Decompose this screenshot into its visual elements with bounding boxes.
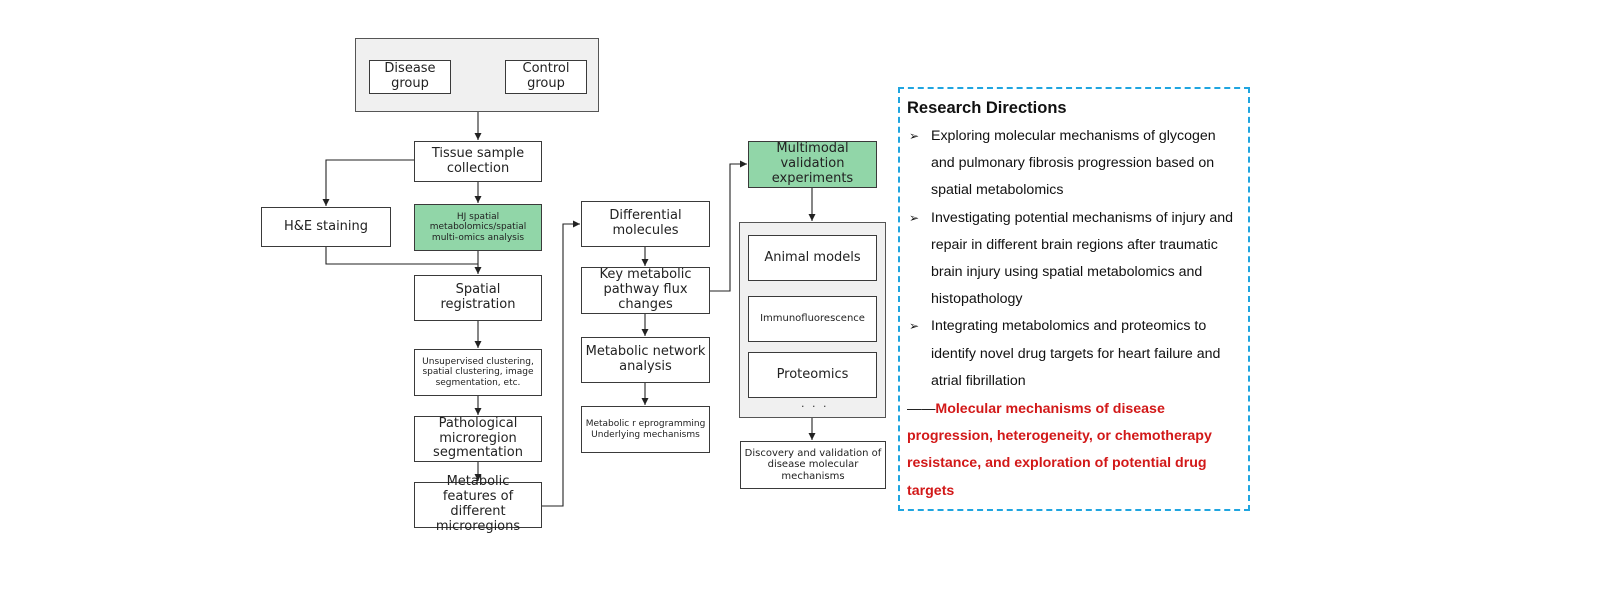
metabolic-network-box: Metabolic network analysis [581,337,710,383]
discovery-validation-label: Discovery and validation of disease mole… [744,447,882,482]
clustering-box: Unsupervised clustering, spatial cluster… [414,349,542,396]
disease-group-label: Disease group [384,61,436,91]
proteomics-label: Proteomics [776,366,849,382]
research-direction-text: Exploring molecular mechanisms of glycog… [931,128,1216,199]
research-directions-panel: Research Directions ➢ Exploring molecula… [898,87,1250,511]
arrow-flux-to-multimodal [709,160,747,292]
line-he-to-registration [325,247,478,265]
conclusion-dash: —— [907,401,936,418]
arrow-tissue-to-he [322,159,414,206]
metabolic-reprogramming-box: Metabolic r eprogramming Underlying mech… [581,406,710,453]
arrow-features-to-differential [541,220,580,507]
arrowhead-bullet-icon: ➢ [909,210,920,225]
he-staining-box: H&E staining [261,207,391,247]
control-group-label: Control group [522,61,570,91]
tissue-sample-label: Tissue sample collection [431,145,525,176]
hj-spatial-analysis-label: HJ spatial metabolomics/spatial multi-om… [429,211,527,243]
metabolic-reprogramming-label: Metabolic r eprogramming Underlying mech… [585,419,706,440]
metabolic-features-label: Metabolic features of different microreg… [435,474,521,534]
disease-group-box: Disease group [369,60,451,94]
spatial-registration-box: Spatial registration [414,275,542,321]
research-conclusion: ——Molecular mechanisms of disease progre… [907,396,1242,505]
research-directions-list: ➢ Exploring molecular mechanisms of glyc… [907,123,1242,395]
arrowhead-bullet-icon: ➢ [909,129,920,143]
immunofluorescence-box: Immunofluorescence [748,296,877,342]
hj-spatial-analysis-box: HJ spatial metabolomics/spatial multi-om… [414,204,542,251]
differential-molecules-label: Differential molecules [609,208,682,238]
tissue-sample-box: Tissue sample collection [414,141,542,182]
metabolic-features-box: Metabolic features of different microreg… [414,474,542,534]
he-staining-label: H&E staining [283,218,369,234]
pathological-segmentation-label: Pathological microregion segmentation [433,415,523,461]
pathway-flux-box: Key metabolic pathway flux changes [581,267,710,314]
animal-models-label: Animal models [764,249,861,265]
research-direction-item: ➢ Integrating metabolomics and proteomic… [907,313,1242,395]
research-direction-text: Investigating potential mechanisms of in… [931,209,1234,308]
research-direction-item: ➢ Investigating potential mechanisms of … [907,205,1242,314]
pathological-segmentation-box: Pathological microregion segmentation [414,416,542,462]
research-directions-title: Research Directions [907,99,1067,117]
control-group-box: Control group [505,60,587,94]
proteomics-box: Proteomics [748,352,877,398]
multimodal-validation-label: Multimodal validation experiments [771,141,854,186]
discovery-validation-box: Discovery and validation of disease mole… [740,441,886,489]
metabolic-network-label: Metabolic network analysis [585,344,706,374]
differential-molecules-box: Differential molecules [581,201,710,247]
pathway-flux-label: Key metabolic pathway flux changes [599,267,692,312]
immunofluorescence-label: Immunofluorescence [760,313,865,325]
research-direction-item: ➢ Exploring molecular mechanisms of glyc… [907,123,1242,205]
arrowhead-bullet-icon: ➢ [909,319,920,334]
spatial-registration-label: Spatial registration [440,282,516,312]
clustering-label: Unsupervised clustering, spatial cluster… [422,356,534,388]
animal-models-box: Animal models [748,235,877,281]
research-direction-text: Integrating metabolomics and proteomics … [931,318,1221,389]
more-methods-ellipsis: · · · [801,400,829,413]
multimodal-validation-box: Multimodal validation experiments [748,141,877,188]
conclusion-text: Molecular mechanisms of disease progress… [907,401,1212,499]
